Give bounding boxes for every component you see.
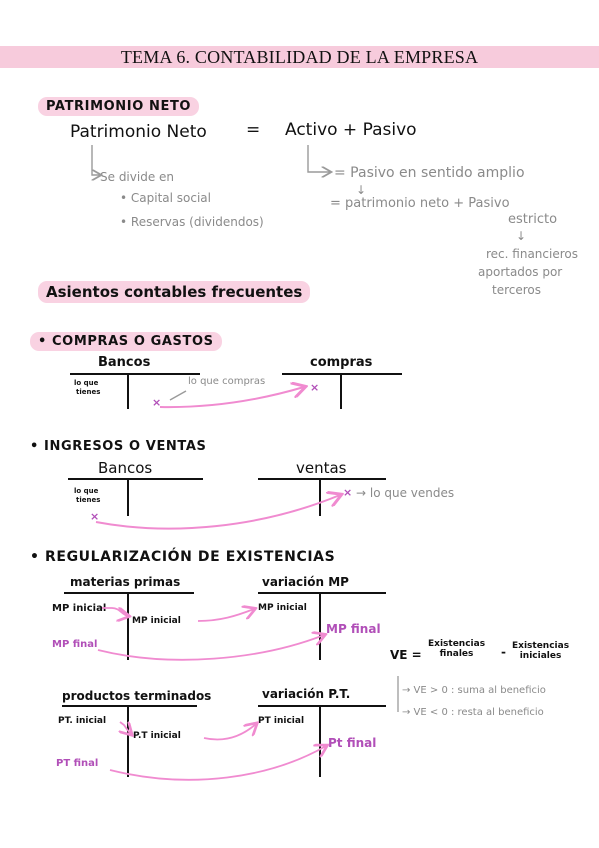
ingresos-mark-right: × <box>343 486 353 499</box>
ve-existencias-finales: Existencias finales <box>428 639 485 659</box>
ve-minus: - <box>501 645 506 659</box>
terceros-label: terceros <box>492 283 542 297</box>
ingresos-left-account: Bancos <box>98 459 153 477</box>
regularizacion-heading: • REGULARIZACIÓN DE EXISTENCIAS <box>30 549 336 565</box>
item-capital: • Capital social <box>120 191 211 205</box>
estricto-label: estricto <box>508 212 558 227</box>
compras-left-tstem <box>127 373 129 409</box>
pt-arrow-3 <box>109 746 326 781</box>
arrow-down-1: ↓ <box>356 183 367 197</box>
title-banner <box>0 46 599 68</box>
pt-inicial-2: P.T inicial <box>133 731 181 741</box>
compras-heading: • COMPRAS O GASTOS <box>30 332 222 351</box>
formula-right: Activo + Pasivo <box>285 120 417 140</box>
mp-tstem <box>127 592 129 660</box>
compras-left-account: Bancos <box>98 355 151 370</box>
pt-arrow-2 <box>203 724 256 741</box>
divide-label: Se divide en <box>100 170 175 184</box>
var-pt-tbar <box>258 705 386 707</box>
mp-account: materias primas <box>70 575 181 589</box>
ve-ex-inicial-line1: Existencias <box>512 641 570 651</box>
page-title: TEMA 6. CONTABILIDAD DE LA EMPRESA <box>120 47 479 67</box>
var-pt-tstem <box>319 705 321 777</box>
var-mp-tstem <box>319 592 321 660</box>
ve-positive: → VE > 0 : suma al beneficio <box>402 685 546 696</box>
compras-right-tbar <box>282 373 402 375</box>
compras-right-account: compras <box>310 355 373 370</box>
patrimonio-pasivo: = patrimonio neto + Pasivo <box>330 196 510 211</box>
ingresos-mark-left: × <box>90 510 100 523</box>
compras-pink-arrow <box>159 387 304 409</box>
pt-tstem <box>127 705 129 777</box>
formula-left: Patrimonio Neto <box>70 122 207 142</box>
pt-inicial-1: PT. inicial <box>58 716 107 726</box>
var-mp-account: variación MP <box>262 575 349 589</box>
var-pt-account: variación P.T. <box>262 687 351 701</box>
compras-mark-right: × <box>310 381 320 394</box>
pt-arrow-1 <box>120 722 131 734</box>
ingresos-annotation: → lo que vendes <box>356 486 455 500</box>
aportados-label: aportados por <box>478 265 563 279</box>
ingresos-left-tbar <box>68 478 203 480</box>
ingresos-left-tstem <box>127 478 129 516</box>
ve-ex-final-line2: finales <box>439 649 474 659</box>
compras-right-tstem <box>340 373 342 409</box>
mp-inicial-1: MP inicial <box>52 603 107 614</box>
bracket-patrimonio <box>91 145 100 175</box>
compras-annotation: lo que compras <box>188 376 266 387</box>
bracket-pasivo <box>307 145 330 172</box>
mp-tbar <box>64 592 194 594</box>
mp-arrow-3 <box>97 635 324 661</box>
compras-mark-left: × <box>152 396 162 409</box>
compras-left-tbar <box>70 373 200 375</box>
ve-ex-final-line1: Existencias <box>428 639 486 649</box>
mp-inicial-3: MP inicial <box>258 603 307 613</box>
ingresos-heading: • INGRESOS O VENTAS <box>30 439 207 454</box>
compras-gray-arrow <box>169 390 187 401</box>
pt-account: productos terminados <box>62 689 212 703</box>
pt-tbar <box>62 705 197 707</box>
var-mp-tbar <box>258 592 386 594</box>
ingresos-lo-que: lo que <box>74 487 99 495</box>
ingresos-right-tbar <box>258 478 386 480</box>
mp-inicial-2: MP inicial <box>132 616 181 626</box>
ingresos-right-account: ventas <box>296 459 347 477</box>
mp-final-2: MP final <box>326 622 381 636</box>
ve-label: VE = <box>390 648 422 662</box>
item-reservas: • Reservas (dividendos) <box>120 215 264 229</box>
pt-final-1: PT final <box>56 758 99 769</box>
patrimonio-heading: PATRIMONIO NETO <box>38 97 200 116</box>
ingresos-pink-arrow <box>95 495 340 530</box>
rec-financieros: rec. financieros <box>486 247 578 261</box>
mp-arrow-2 <box>197 609 254 622</box>
compras-tienes: tienes <box>76 388 101 396</box>
asientos-heading: Asientos contables frecuentes <box>38 281 311 303</box>
mp-final-1: MP final <box>52 639 98 650</box>
pt-final-2: Pt final <box>328 736 377 750</box>
pasivo-amplio: = Pasivo en sentido amplio <box>334 165 525 181</box>
ve-existencias-iniciales: Existencias iniciales <box>512 641 569 661</box>
ingresos-right-tstem <box>319 478 321 516</box>
pt-inicial-3: PT inicial <box>258 716 305 726</box>
mp-arrow-1 <box>102 607 128 616</box>
ve-ex-inicial-line2: iniciales <box>519 651 562 661</box>
arrow-down-2: ↓ <box>516 229 527 243</box>
ve-negative: → VE < 0 : resta al beneficio <box>402 707 544 718</box>
ingresos-tienes: tienes <box>76 496 101 504</box>
compras-lo-que: lo que <box>74 379 99 387</box>
formula-equals: = <box>246 120 261 140</box>
